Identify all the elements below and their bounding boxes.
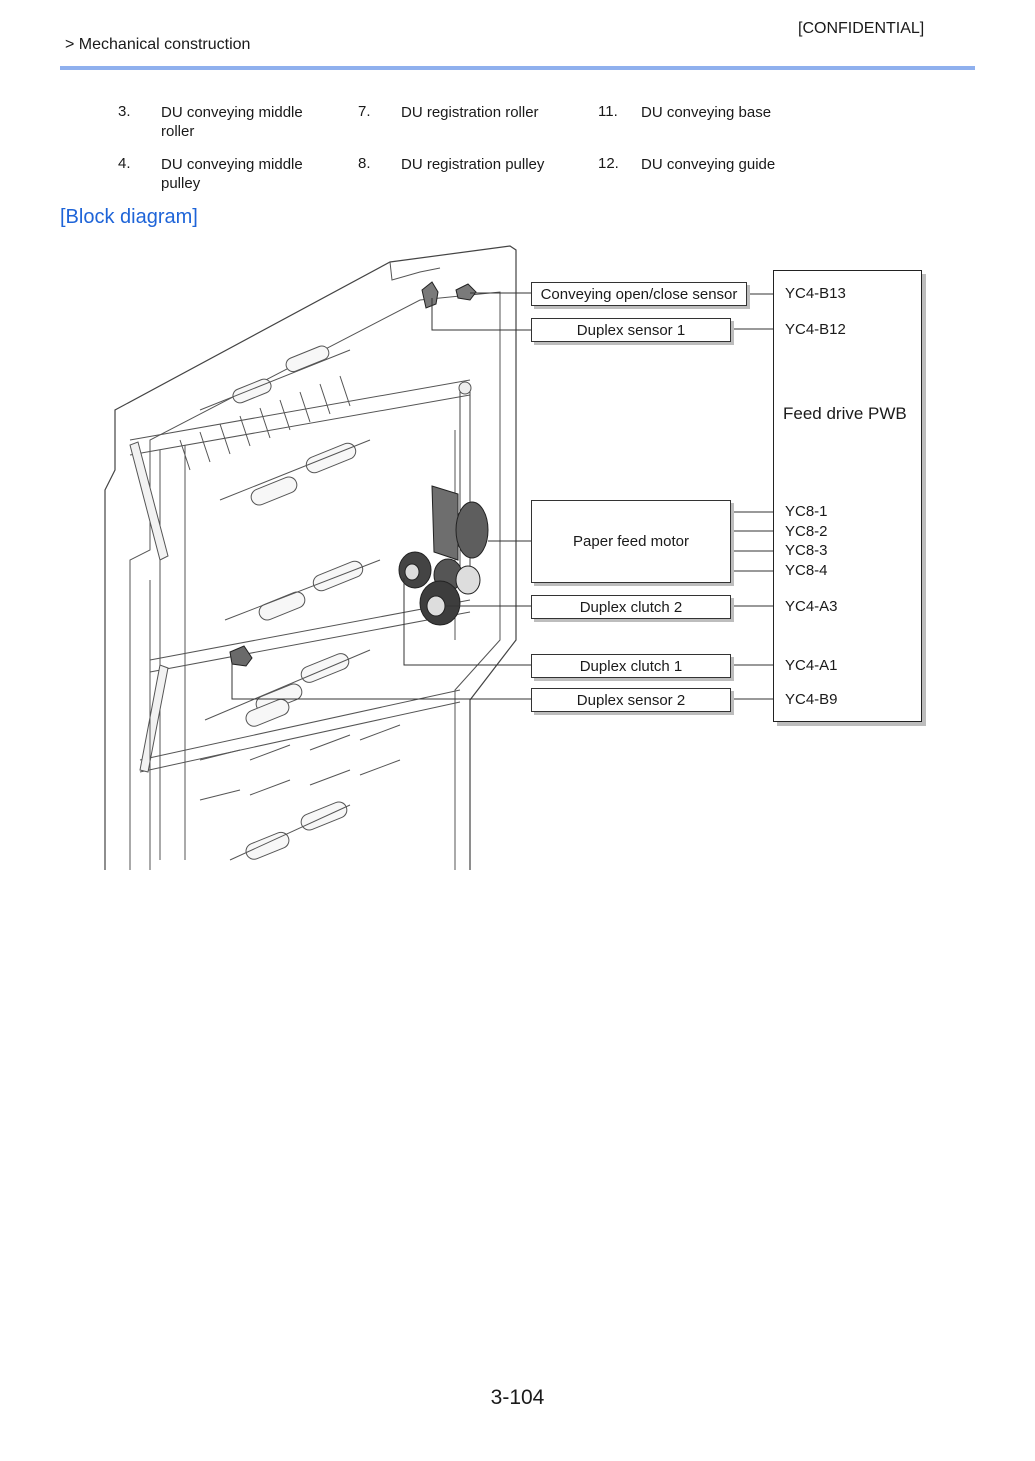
part-label: DU conveying middle roller — [161, 104, 303, 140]
leader-lines — [231, 292, 531, 700]
connector-label: YC8-3 — [785, 542, 828, 559]
feed-drive-pwb-box — [773, 270, 922, 722]
confidential-label: [CONFIDENTIAL] — [798, 20, 925, 37]
part-number: 12. — [598, 155, 619, 172]
connector-label: YC8-1 — [785, 503, 828, 520]
duplex-clutch-2-box: Duplex clutch 2 — [531, 595, 731, 619]
breadcrumb: > Mechanical construction — [65, 36, 251, 53]
paper-feed-motor-box: Paper feed motor — [531, 500, 731, 583]
part-number: 11. — [598, 103, 618, 120]
duplex-clutch-1-box: Duplex clutch 1 — [531, 654, 731, 678]
connector-label: YC4-B9 — [785, 691, 838, 708]
part-label: DU conveying guide — [641, 156, 776, 173]
connector-label: YC4-A3 — [785, 598, 838, 615]
part-number: 4. — [118, 155, 131, 172]
part-label: DU registration pulley — [401, 156, 545, 173]
wiring — [731, 293, 773, 700]
part-label: DU conveying base — [641, 104, 772, 121]
duplex-sensor-2-box: Duplex sensor 2 — [531, 688, 731, 712]
page-number: 3-104 — [490, 1386, 545, 1409]
part-number: 7. — [358, 103, 371, 120]
connector-label: YC4-A1 — [785, 657, 838, 674]
connector-label: YC4-B13 — [785, 285, 846, 302]
connector-label: YC8-2 — [785, 523, 828, 540]
highlighted-parts — [229, 281, 489, 667]
part-number: 8. — [358, 155, 371, 172]
connector-label: YC8-4 — [785, 562, 828, 579]
part-number: 3. — [118, 103, 131, 120]
feed-drive-pwb-label: Feed drive PWB — [783, 404, 907, 423]
part-label: DU conveying middle pulley — [161, 156, 303, 192]
connector-label: YC4-B12 — [785, 321, 846, 338]
header-divider — [60, 66, 975, 70]
section-title: [Block diagram] — [60, 206, 198, 228]
conveying-open-close-sensor-box: Conveying open/close sensor — [531, 282, 747, 306]
duplex-sensor-1-box: Duplex sensor 1 — [531, 318, 731, 342]
part-label: DU registration roller — [401, 104, 539, 121]
